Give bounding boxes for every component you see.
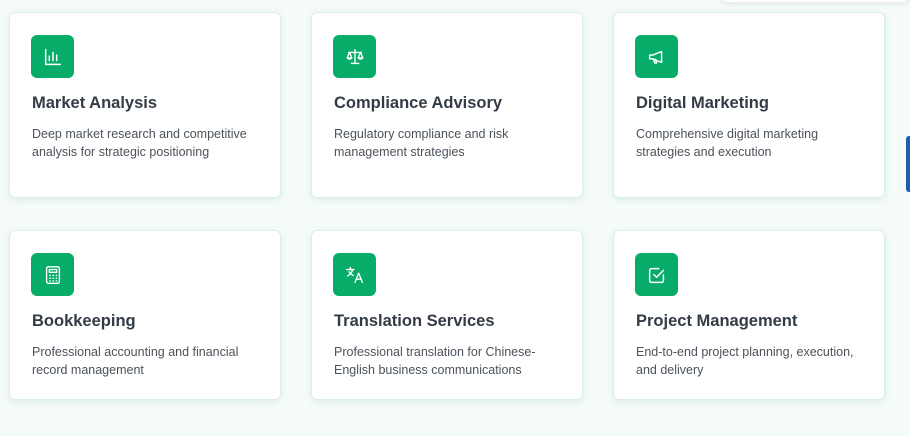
service-title: Bookkeeping	[32, 312, 136, 330]
service-description: Professional accounting and financial re…	[32, 345, 239, 377]
service-title: Translation Services	[334, 312, 495, 330]
bar-chart-icon	[31, 35, 74, 78]
right-side-tab[interactable]	[906, 136, 910, 192]
service-title: Digital Marketing	[636, 94, 769, 112]
service-description: Deep market research and competitive ana…	[32, 127, 247, 159]
service-card-project-management[interactable]: Project Management End-to-end project pl…	[613, 230, 885, 400]
service-title: Market Analysis	[32, 94, 158, 112]
top-floating-panel-edge	[720, 0, 910, 2]
service-card-compliance-advisory[interactable]: Compliance Advisory Regulatory complianc…	[311, 12, 583, 198]
check-square-icon	[635, 253, 678, 296]
service-card-market-analysis[interactable]: Market Analysis Deep market research and…	[9, 12, 281, 198]
service-description: Professional translation for Chinese-Eng…	[334, 345, 536, 377]
service-title: Project Management	[636, 312, 798, 330]
megaphone-icon	[635, 35, 678, 78]
calculator-icon	[31, 253, 74, 296]
service-description: End-to-end project planning, execution, …	[636, 345, 854, 377]
service-description: Comprehensive digital marketing strategi…	[636, 127, 819, 159]
service-title: Compliance Advisory	[334, 94, 503, 112]
scale-icon	[333, 35, 376, 78]
translate-icon	[333, 253, 376, 296]
service-card-bookkeeping[interactable]: Bookkeeping Professional accounting and …	[9, 230, 281, 400]
service-card-digital-marketing[interactable]: Digital Marketing Comprehensive digital …	[613, 12, 885, 198]
service-card-translation-services[interactable]: Translation Services Professional transl…	[311, 230, 583, 400]
service-description: Regulatory compliance and risk managemen…	[334, 127, 509, 159]
